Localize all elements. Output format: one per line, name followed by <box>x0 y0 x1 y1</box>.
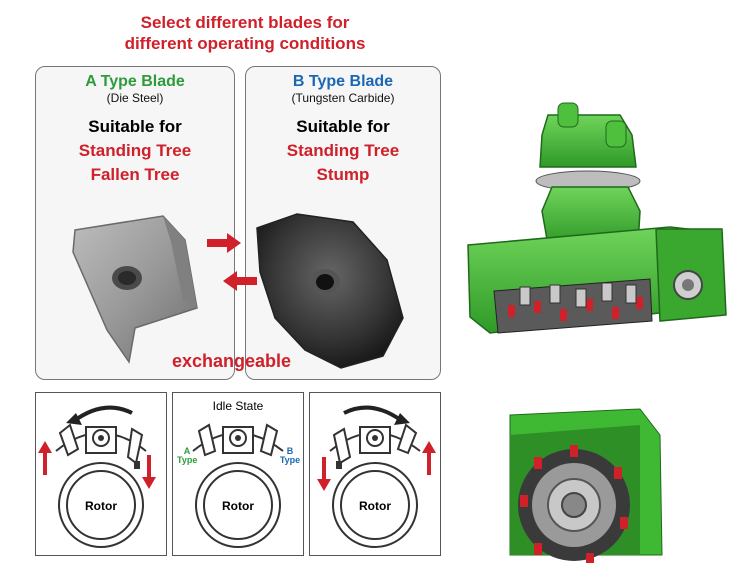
b-type-label: B Type <box>279 447 301 465</box>
blade-a-suitable: Suitable for <box>88 117 182 136</box>
rotor-drawing-left <box>38 405 156 548</box>
blade-b-material: (Tungsten Carbide) <box>291 91 395 105</box>
a-type-label: A Type <box>177 447 197 465</box>
idle-state-title: Idle State <box>212 399 264 413</box>
rotor-closeup-image <box>509 408 663 563</box>
rotor-diagram-right: Rotor <box>309 392 441 556</box>
blade-illustrations <box>72 213 404 369</box>
a-type-label-line-1: A <box>183 446 191 456</box>
blade-b-suitable: Suitable for <box>296 117 390 136</box>
rotor-label-right: Rotor <box>359 499 391 513</box>
rotor-drawing-right <box>317 405 436 548</box>
blade-b-use-2: Stump <box>316 165 370 184</box>
b-type-label-line-2: Type <box>279 455 301 465</box>
rotor-drawing-idle <box>192 423 284 548</box>
headline-line-1: Select different blades for <box>140 13 350 32</box>
blade-a-material: (Die Steel) <box>106 91 164 105</box>
rotor-diagram-left: Rotor <box>35 392 167 556</box>
mulcher-machine-image <box>467 102 727 334</box>
rotor-label-left: Rotor <box>85 499 117 513</box>
blade-b-use-1: Standing Tree <box>286 141 400 160</box>
steel-blade-image <box>72 215 198 364</box>
blade-a-use-1: Standing Tree <box>78 141 192 160</box>
blade-b-title: B Type Blade <box>292 73 394 90</box>
headline: Select different blades for different op… <box>20 12 470 54</box>
blade-a-title: A Type Blade <box>85 73 185 90</box>
carbide-blade-image <box>256 213 404 369</box>
exchangeable-label: exchangeable <box>172 351 292 371</box>
headline-line-2: different operating conditions <box>124 34 366 53</box>
a-type-label-line-2: Type <box>177 455 198 465</box>
exchange-arrow-right <box>207 233 241 253</box>
rotor-diagram-idle: Idle State A Type B Type Rotor <box>172 392 304 556</box>
blade-a-use-2: Fallen Tree <box>90 165 180 184</box>
rotor-label-idle: Rotor <box>222 499 254 513</box>
b-type-label-line-1: B <box>286 446 294 456</box>
exchange-arrow-left <box>223 271 257 291</box>
